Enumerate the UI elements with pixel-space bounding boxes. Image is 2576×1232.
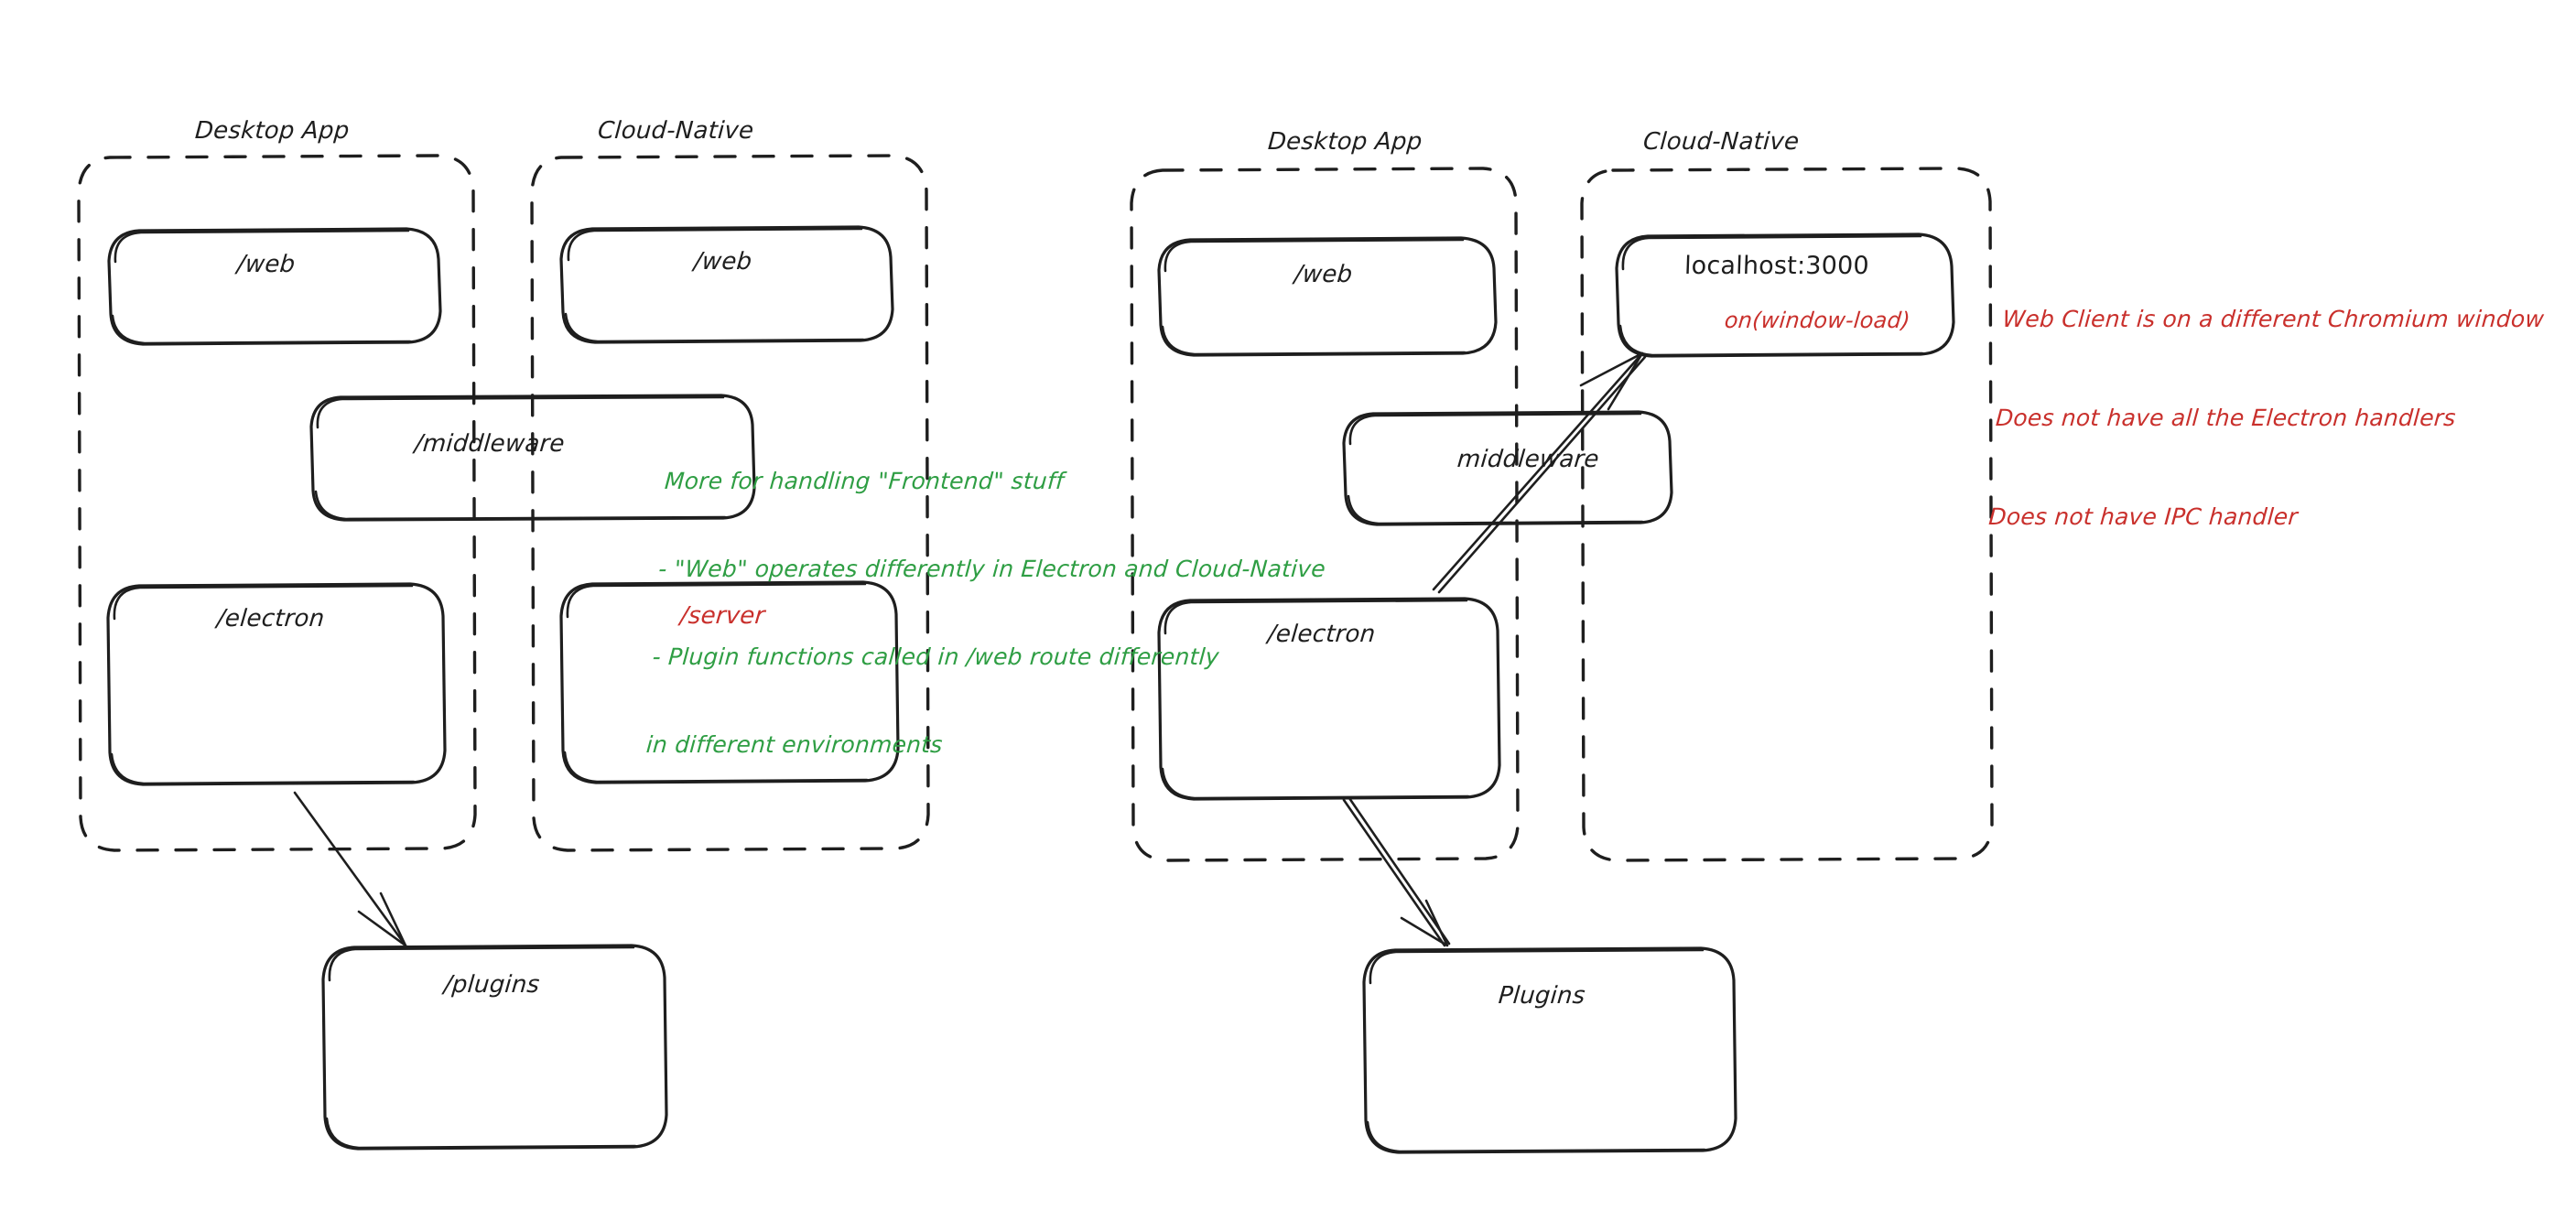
annotation-green-line-2: - "Web" operates differently in Electron… bbox=[657, 556, 1326, 582]
container-left-desktop-app bbox=[77, 154, 477, 852]
annotation-red-line-2: Does not have all the Electron handlers bbox=[1995, 405, 2457, 431]
node-label-right-plugins: Plugins bbox=[1497, 982, 1586, 1010]
box-right-plugins bbox=[1362, 946, 1737, 1154]
arrow-right-electron-to-plugins-double bbox=[1348, 796, 1451, 946]
annotation-green-line-1: More for handling "Frontend" stuff bbox=[664, 468, 1066, 494]
group-title-left-cloud-native: Cloud-Native bbox=[596, 117, 755, 145]
annotation-red: Web Client is on a different Chromium wi… bbox=[1983, 237, 2549, 600]
container-right-desktop-app bbox=[1130, 167, 1520, 862]
group-title-right-desktop-app: Desktop App bbox=[1266, 128, 1423, 156]
annotation-green-line-3: - Plugin functions called in /web route … bbox=[651, 643, 1220, 670]
box-right-plugins-second-stroke bbox=[1366, 948, 1706, 1153]
annotation-red-line-3: Does not have IPC handler bbox=[1987, 503, 2299, 530]
node-label-right-electron: /electron bbox=[1266, 621, 1377, 648]
box-left-electron-second-stroke bbox=[110, 584, 416, 785]
box-left-server-second-stroke bbox=[563, 582, 869, 784]
node-label-left-desktop-web: /web bbox=[235, 251, 297, 278]
node-label-left-middleware: /middleware bbox=[413, 430, 566, 458]
node-label-left-cloud-web: /web bbox=[692, 248, 753, 276]
box-right-localhost-second-stroke bbox=[1618, 234, 1924, 357]
box-left-cloud-web-second-stroke bbox=[564, 227, 865, 343]
arrow-right-up-head bbox=[1579, 351, 1644, 411]
group-title-right-cloud-native: Cloud-Native bbox=[1641, 128, 1801, 156]
annotation-red-line-1: Web Client is on a different Chromium wi… bbox=[2001, 306, 2546, 332]
container-left-cloud-native bbox=[530, 154, 930, 852]
node-label-right-desktop-web: /web bbox=[1293, 261, 1354, 288]
box-left-desktop-web bbox=[107, 227, 442, 346]
box-left-cloud-web bbox=[559, 225, 894, 344]
arrow-left-electron-to-plugins bbox=[293, 791, 407, 947]
node-sublabel-right-localhost: on(window-load) bbox=[1723, 308, 1911, 333]
box-left-middleware-second-stroke bbox=[314, 395, 727, 521]
box-right-desktop-web-second-stroke bbox=[1161, 238, 1467, 356]
group-title-left-desktop-app: Desktop App bbox=[193, 117, 351, 145]
node-label-right-middleware: middleware bbox=[1456, 446, 1600, 473]
annotation-green: More for handling "Frontend" stuff - "We… bbox=[641, 408, 1337, 818]
box-right-middleware-second-stroke bbox=[1347, 412, 1644, 525]
box-right-desktop-web bbox=[1157, 236, 1498, 357]
box-right-electron-second-stroke bbox=[1161, 599, 1470, 800]
annotation-green-line-4: in different environments bbox=[644, 731, 944, 758]
arrow-right-electron-to-plugins bbox=[1342, 798, 1446, 947]
node-label-right-localhost: localhost:3000 bbox=[1683, 252, 1870, 280]
arrow-left-head bbox=[357, 892, 407, 947]
arrow-right-electron-to-localhost bbox=[1432, 351, 1644, 591]
box-left-desktop-web-second-stroke bbox=[111, 229, 412, 345]
node-label-left-plugins: /plugins bbox=[442, 971, 541, 999]
node-label-left-electron: /electron bbox=[215, 605, 326, 632]
arrow-right-electron-to-localhost-double bbox=[1437, 355, 1647, 594]
box-left-plugins-second-stroke bbox=[325, 946, 637, 1150]
arrow-right-plugins-head bbox=[1400, 899, 1449, 947]
